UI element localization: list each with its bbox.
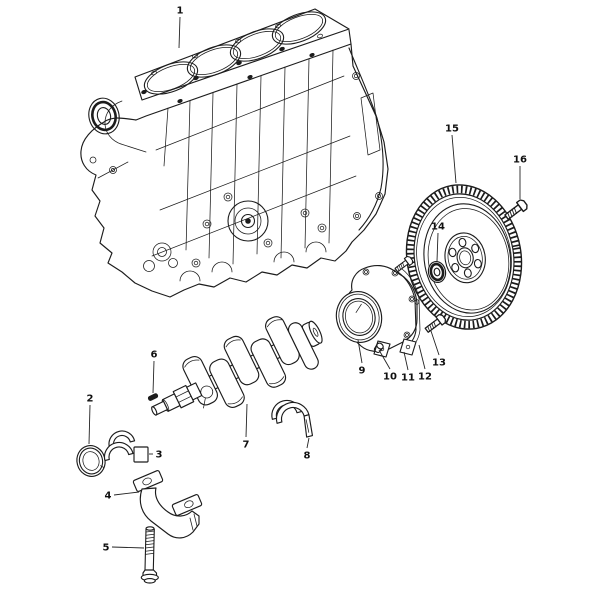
callout-leader-11 — [403, 351, 409, 371]
rear-seal-housing-assembly — [335, 254, 448, 358]
cap-bolt-drawing — [140, 526, 159, 584]
callout-label-9: 9 — [359, 366, 366, 377]
callout-leader-13 — [430, 330, 440, 356]
callout-label-3: 3 — [156, 450, 163, 461]
callout-label-12: 12 — [418, 372, 432, 383]
callout-label-10: 10 — [383, 372, 397, 383]
callout-label-16: 16 — [513, 155, 527, 166]
callout-leader-4 — [113, 491, 140, 496]
callout-leader-2 — [88, 404, 91, 445]
callout-leader-14 — [436, 232, 439, 262]
callout-leader-12 — [418, 344, 426, 370]
block-round-boss — [227, 200, 269, 242]
callout-label-1: 1 — [177, 6, 184, 17]
pilot-bushing-drawing — [427, 261, 447, 283]
callout-label-8: 8 — [304, 451, 311, 462]
callout-label-6: 6 — [151, 350, 158, 361]
callout-leader-6 — [152, 360, 155, 394]
flywheel-drawing — [405, 184, 523, 330]
rear-oil-seal-drawing — [335, 291, 383, 343]
callout-label-14: 14 — [431, 222, 445, 233]
callout-label-5: 5 — [103, 543, 110, 554]
callout-leader-5 — [111, 546, 145, 549]
callout-leader-10 — [378, 349, 391, 370]
engine-block-drawing — [80, 43, 389, 298]
block-bolt-bosses — [191, 192, 327, 268]
callout-leader-7 — [245, 403, 248, 438]
front-seal-drawing — [76, 445, 106, 477]
bearing-cap-drawing — [132, 470, 203, 539]
callout-label-13: 13 — [432, 358, 446, 369]
callout-leader-8 — [306, 437, 310, 449]
main-bearing-shells-drawing — [103, 430, 149, 463]
flywheel-bolt-drawing — [502, 197, 530, 223]
callout-label-7: 7 — [243, 440, 250, 451]
callout-leader-1 — [178, 16, 181, 49]
callout-label-4: 4 — [105, 491, 112, 502]
callout-label-15: 15 — [445, 124, 459, 135]
callout-leader-15 — [451, 134, 457, 184]
head-gasket-drawing — [134, 8, 352, 101]
thrust-washer-drawing — [271, 399, 314, 438]
block-front-seal-boss — [88, 97, 147, 179]
callout-label-2: 2 — [87, 394, 94, 405]
crankshaft-drawing — [151, 316, 323, 416]
woodruff-key-drawing — [147, 393, 159, 401]
flywheel-hub — [444, 232, 486, 284]
bolt-threads — [144, 530, 155, 555]
callout-label-11: 11 — [401, 373, 415, 384]
callout-leader-9 — [357, 339, 363, 364]
ring-gear-teeth — [406, 185, 522, 329]
gasket-holes — [141, 23, 323, 95]
